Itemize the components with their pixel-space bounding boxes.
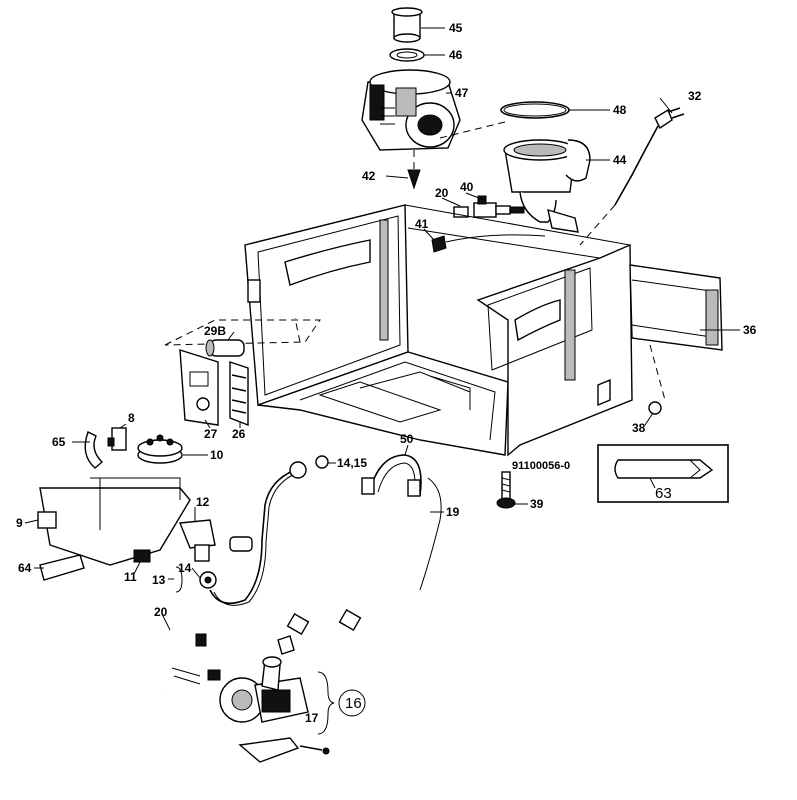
label-11: 11 — [124, 570, 137, 584]
part-38-plug — [648, 401, 662, 415]
part-48-gasket-ring — [500, 101, 570, 119]
label-48: 48 — [613, 103, 627, 117]
part-10-pressure-switch — [137, 434, 183, 464]
label-27: 27 — [204, 427, 218, 441]
label-50: 50 — [400, 432, 414, 446]
label-19: 19 — [446, 505, 460, 519]
part-8-sensor — [107, 427, 127, 451]
part-19-drain-hose — [286, 477, 442, 636]
label-39: 39 — [530, 497, 544, 511]
bracket-brace — [317, 671, 335, 735]
part-20-clamp-top — [453, 206, 469, 218]
label-20-bottom: 20 — [154, 605, 168, 619]
part-drain-pump — [207, 635, 309, 723]
circled-label-ring — [338, 689, 366, 717]
label-29b: 29B — [204, 324, 226, 338]
label-45: 45 — [449, 21, 463, 35]
label-40: 40 — [460, 180, 474, 194]
label-10: 10 — [210, 448, 224, 462]
part-11-clip — [133, 549, 151, 563]
part-17-support — [238, 737, 330, 763]
part-29b-capacitor — [205, 339, 245, 357]
label-14: 14 — [178, 561, 192, 575]
part-47-motor-pump — [361, 69, 461, 151]
part-14-washer — [199, 571, 217, 589]
label-65: 65 — [52, 435, 66, 449]
part-46-ring — [389, 48, 425, 62]
label-20-top: 20 — [435, 186, 449, 200]
part-40-valve — [473, 195, 525, 218]
part-44-sump — [503, 139, 591, 233]
label-9: 9 — [16, 516, 23, 530]
label-8: 8 — [128, 411, 135, 425]
machine-frame — [244, 204, 723, 457]
label-47: 47 — [455, 86, 469, 100]
label-14-15: 14,15 — [337, 456, 367, 470]
label-13: 13 — [152, 573, 166, 587]
leader-dash — [294, 317, 301, 343]
part-12-valve — [179, 519, 253, 562]
part-26-terminal-block — [229, 361, 249, 427]
label-32: 32 — [688, 89, 702, 103]
part-41-connector — [431, 234, 546, 253]
label-41: 41 — [415, 217, 429, 231]
reference-code: 91100056-0 — [512, 460, 570, 472]
part-14-15-ring — [315, 455, 329, 469]
part-27-bracket — [179, 349, 219, 426]
part-63-inset — [597, 444, 729, 503]
label-26: 26 — [232, 427, 246, 441]
label-42: 42 — [362, 169, 376, 183]
part-65-bracket — [84, 431, 104, 469]
part-39-screw — [496, 471, 516, 509]
label-16-circled: 16 — [345, 695, 362, 712]
label-44: 44 — [613, 153, 627, 167]
part-32-power-cable — [579, 107, 685, 246]
label-17: 17 — [305, 711, 319, 725]
label-63: 63 — [655, 485, 672, 502]
label-64: 64 — [18, 561, 32, 575]
leader-lines — [24, 27, 740, 631]
part-42-nozzle — [407, 150, 421, 190]
label-38: 38 — [632, 421, 646, 435]
part-45-sleeve — [391, 7, 423, 43]
label-36: 36 — [743, 323, 757, 337]
part-13-pressure-hose — [209, 461, 307, 606]
part-9-mount-bracket — [37, 477, 191, 566]
label-46: 46 — [449, 48, 463, 62]
leader-dash — [164, 319, 321, 346]
part-64-foot — [39, 554, 85, 581]
label-12: 12 — [196, 495, 210, 509]
part-20-hose-bottom — [154, 626, 207, 691]
